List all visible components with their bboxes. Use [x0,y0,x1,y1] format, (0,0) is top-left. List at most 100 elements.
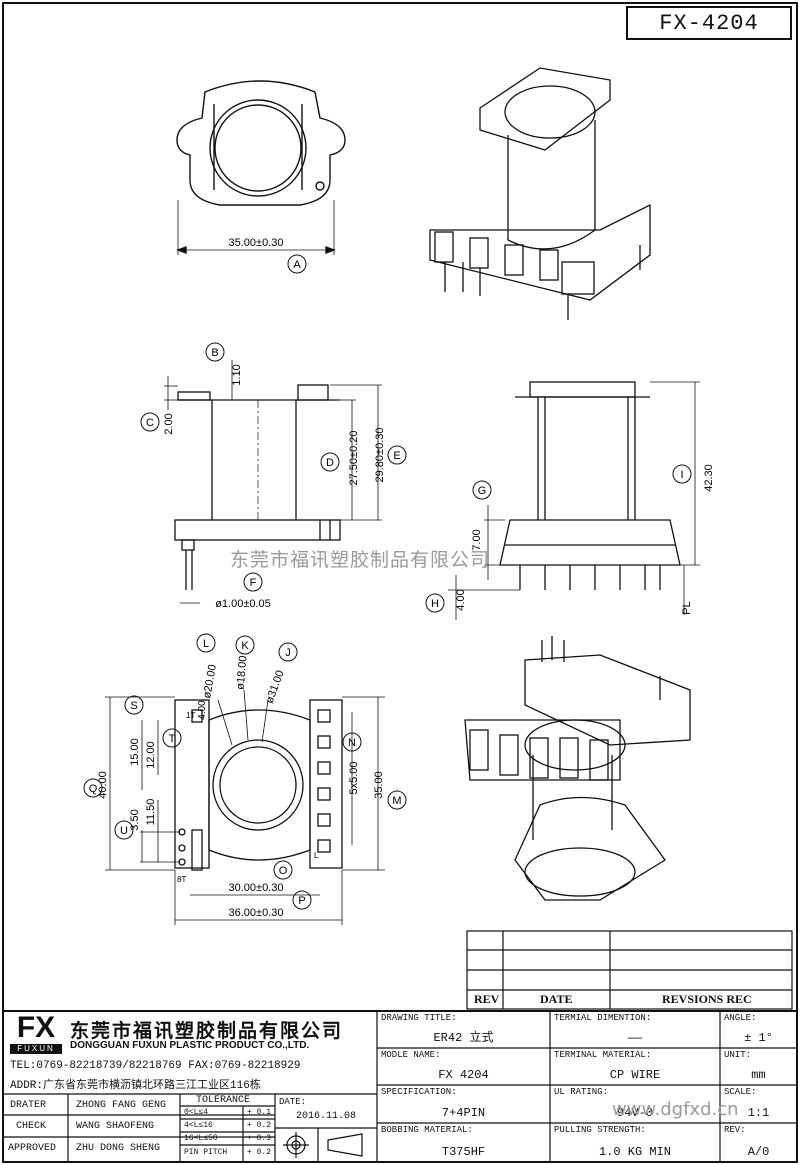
callout-M: M [392,795,401,807]
dim-B-value: 1.10 [231,364,243,385]
cell-bobbin-material: BOBBING MATERIAL: T375HF [377,1123,550,1162]
callout-H: H [431,598,439,610]
dim-M-value: 35.00 [373,771,385,799]
tolerance-title: TOLERANCE [196,1095,251,1106]
callout-S: S [130,700,137,712]
dim-J-value: ø31.00 [264,669,287,705]
dim-U-value: 3.50 [129,809,141,830]
callout-I: I [680,469,683,481]
cell-terminal-dimention: TERMIAL DIMENTION: —— [550,1011,720,1048]
dim-N-value: 5x5.00 [348,761,360,794]
date-value: 2016.11.08 [296,1111,357,1122]
signoff-role-approved: APPROVED [8,1143,57,1154]
isometric-view-top [429,67,651,320]
tol-range-1: 0<L≤4 [184,1108,209,1117]
ul-rating-value: 94V-0 [616,1106,653,1120]
cell-ul-rating: UL RATING: 94V-0 [550,1085,720,1123]
watermark-text: 东莞市福讯塑胶制品有限公司 [230,550,491,571]
tol-value-3: + 0.3 [247,1134,272,1143]
pin-mark-1T: 1T [186,711,195,720]
signoff-role-check: CHECK [16,1121,47,1132]
drawing-title-value: ER42 立式 [433,1031,494,1045]
callout-F: F [250,577,257,589]
dim-C-value: 2.00 [163,413,175,434]
callout-J: J [285,647,291,659]
terminal-material-value: CP WIRE [609,1068,661,1082]
specification-value: 7+4PIN [441,1106,486,1120]
cell-unit: UNIT: mm [720,1048,797,1085]
revision-table [466,930,793,1010]
dim-V-value: 11.50 [145,799,157,826]
side-view [448,381,700,620]
pulling-strength-value: 1.0 KG MIN [598,1145,671,1159]
tol-value-4: + 0.2 [247,1148,272,1157]
dim-I-value: 42.30 [703,464,715,492]
company-logo: FX [16,1011,56,1044]
model-name-value: FX 4204 [438,1068,489,1082]
dim-T-value: 12.00 [145,741,157,769]
callout-B: B [211,347,218,359]
signoff-role-drater: DRATER [10,1100,47,1111]
tol-value-1: + 0.1 [247,1108,272,1117]
bobbin-material-value: T375HF [441,1145,486,1159]
scale-label: SCALE: [724,1087,757,1097]
callout-K: K [241,640,249,652]
model-name-label: MODLE NAME: [381,1050,441,1060]
bottom-view [105,689,385,925]
company-name-en: DONGGUAN FUXUN PLASTIC PRODUCT CO.,LTD. [70,1040,310,1051]
bobbin-material-label: BOBBING MATERIAL: [381,1125,473,1135]
cell-pulling-strength: PULLING STRENGTH: 1.0 KG MIN [550,1123,720,1162]
callout-E: E [393,450,400,462]
dim-F-value: ø1.00±0.05 [215,598,271,610]
cell-angle: ANGLE: ± 1° [720,1011,797,1048]
signoff-name-drater: ZHONG FANG GENG [76,1100,167,1111]
date-label: DATE: [279,1097,307,1107]
tol-range-4: PIN PITCH [184,1148,228,1157]
part-number-box: FX-4204 [626,6,792,40]
callout-A: A [293,259,301,271]
callout-G: G [478,485,487,497]
dim-A-value: 35.00±0.30 [229,237,284,249]
callout-Q: Q [89,783,98,795]
rev-value: A/0 [747,1145,770,1159]
tol-value-2: + 0.2 [247,1121,272,1130]
scale-value: 1:1 [747,1106,770,1120]
cell-terminal-material: TERMINAL MATERIAL: CP WIRE [550,1048,720,1085]
specification-label: SPECIFICATION: [381,1087,457,1097]
signoff-name-approved: ZHU DONG SHENG [76,1143,161,1154]
tol-range-3: 16<L≤50 [184,1134,218,1143]
cell-drawing-title: DRAWING TITLE: ER42 立式 [377,1011,550,1048]
title-block-grid [3,1010,797,1162]
callout-U: U [120,825,128,837]
drawing-title-label: DRAWING TITLE: [381,1013,457,1023]
cell-model-name: MODLE NAME: FX 4204 [377,1048,550,1085]
signoff-name-check: WANG SHAOFENG [76,1121,155,1132]
cell-specification: SPECIFICATION: 7+4PIN [377,1085,550,1123]
rev-header: REV [474,992,500,1006]
top-view [176,80,346,255]
dim-W-value: 4.00 [197,700,208,720]
rev-label: REV: [724,1125,746,1135]
dim-E-value: 29.80±0.30 [374,428,386,483]
company-logo-sub: FUXUN [10,1044,62,1054]
dim-K-value: ø18.00 [235,655,250,690]
callout-T: T [169,733,176,745]
terminal-material-label: TERMINAL MATERIAL: [554,1050,652,1060]
dim-PL-value: PL [681,601,693,614]
angle-label: ANGLE: [724,1013,757,1023]
angle-value: ± 1° [744,1031,773,1045]
dim-P-value: 36.00±0.30 [229,907,284,919]
dim-L-value: ø20.00 [201,664,219,700]
callout-C: C [146,417,154,429]
pin-mark-8T: 8T [177,875,186,884]
dim-S-value: 15.00 [129,738,141,766]
company-name-cn: 东莞市福讯塑胶制品有限公司 [70,1021,344,1042]
callout-O: O [279,865,288,877]
dim-G-value: 7.00 [471,529,483,550]
cell-rev: REV: A/0 [720,1123,797,1162]
date-header: DATE [540,992,573,1006]
revisions-header: REVSIONS REC [662,992,752,1006]
callout-P: P [298,895,305,907]
